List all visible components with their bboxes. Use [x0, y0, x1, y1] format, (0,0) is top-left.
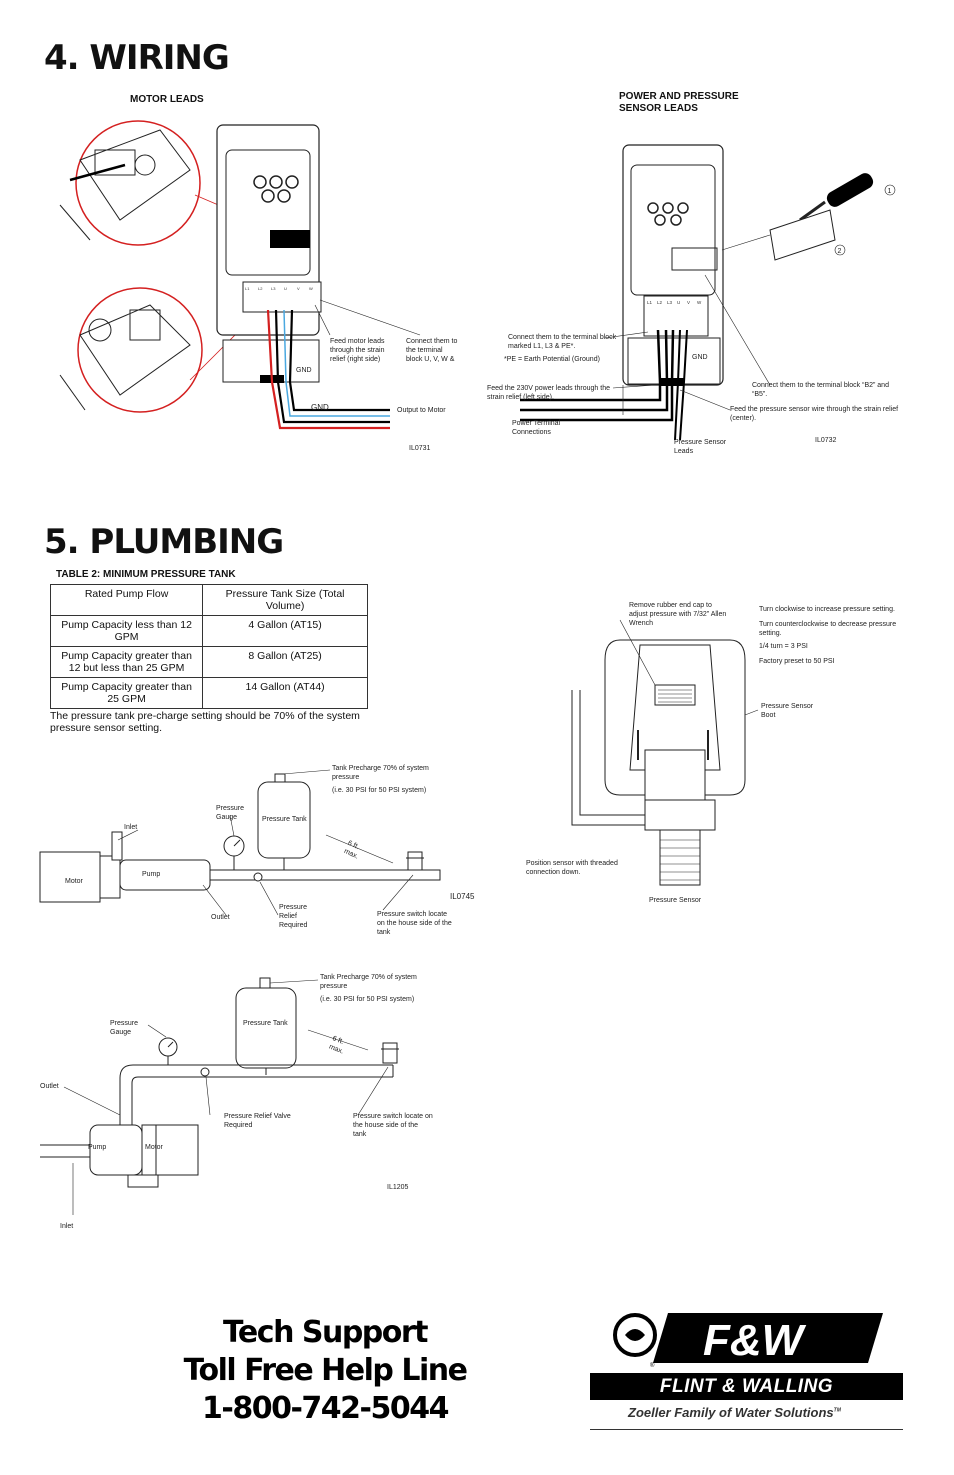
table-cell: Pump Capacity less than 12 GPM [49, 615, 204, 647]
motor-terminal-w: W [309, 286, 313, 291]
table-row: Pump Capacity less than 12 GPM 4 Gallon … [49, 615, 368, 647]
tech-support-phone: 1-800-742-5044 [202, 1391, 449, 1426]
power-fig-id: IL0732 [815, 437, 837, 444]
d1-switch-note: Pressure switch locate on the house side… [377, 911, 452, 936]
motor-terminal-l3: L3 [271, 286, 276, 291]
motor-terminal-l2: L2 [258, 286, 263, 291]
motor-terminal-u: U [284, 286, 287, 291]
d2-pressure-tank: Pressure Tank [243, 1020, 288, 1027]
table-cell: 14 Gallon (AT44) [202, 677, 368, 709]
d2-relief: Pressure Relief Valve Required [224, 1113, 291, 1129]
diagram1-fig-id: IL0745 [450, 892, 475, 901]
pressure-tank-table: Rated Pump Flow Pressure Tank Size (Tota… [49, 584, 368, 709]
plumbing-diagram-2: IL1205 [40, 977, 409, 1215]
table-header-row: Rated Pump Flow Pressure Tank Size (Tota… [49, 584, 368, 616]
tagline-text: Zoeller Family of Water Solutions [628, 1405, 834, 1420]
pressure-sensor-leads: Pressure Sensor Leads [674, 439, 727, 455]
power-leads-title: POWER AND PRESSURE SENSOR LEADS [619, 91, 739, 114]
power-terminal-v: V [687, 300, 690, 305]
power-terminal-l3: L3 [667, 300, 673, 305]
step-2-marker: 2 [838, 248, 842, 255]
brand-name-bar: FLINT & WALLING [590, 1373, 903, 1400]
step-1-marker: 1 [888, 188, 892, 195]
motor-leads-diagram: L1 L2 L3 U V W GND GND IL0731 [59, 120, 431, 450]
d1-tank-precharge: Tank Precharge 70% of system pressure [332, 765, 429, 781]
table-cell: 4 Gallon (AT15) [202, 615, 368, 647]
small-registered-mark: ® [650, 1362, 655, 1369]
tech-support-line-1: Tech Support [222, 1315, 429, 1350]
plumbing-diagram-1: IL0745 [39, 769, 475, 916]
d1-outlet: Outlet [211, 914, 230, 921]
d1-relief: Pressure Relief Required [279, 904, 308, 929]
registered-mark: ® [858, 1350, 868, 1365]
diagram2-fig-id: IL1205 [387, 1184, 409, 1191]
power-feed-note: Feed the 230V power leads through the st… [487, 385, 610, 401]
table-title: TABLE 2: MINIMUM PRESSURE TANK [56, 569, 236, 580]
plumbing-heading: 5. PLUMBING [44, 522, 284, 562]
trademark-mark: TM [833, 1407, 841, 1414]
tech-support-line-2: Toll Free Help Line [183, 1353, 468, 1388]
sensor-factory: Factory preset to 50 PSI [759, 658, 835, 665]
motor-fig-id: IL0731 [409, 445, 431, 450]
table-cell: Pump Capacity greater than 25 GPM [49, 677, 204, 709]
precharge-note: The pressure tank pre-charge setting sho… [50, 710, 360, 734]
table-row: Pump Capacity greater than 25 GPM 14 Gal… [49, 677, 368, 709]
power-terminal-w: W [697, 300, 702, 305]
magnifier-bottom [77, 287, 203, 413]
table-header: Pressure Tank Size (Total Volume) [202, 584, 368, 616]
fw-logo-text: F&W [703, 1316, 807, 1365]
magnifier-top [75, 120, 201, 246]
d2-tank-precharge: Tank Precharge 70% of system pressure [320, 974, 417, 990]
sensor-position: Position sensor with threaded connection… [526, 860, 618, 876]
motor-gnd-inner: GND [296, 367, 312, 374]
d1-pressure-gauge: Pressure Gauge [216, 805, 245, 821]
d1-example: (i.e. 30 PSI for 50 PSI system) [332, 787, 427, 794]
d2-inlet: Inlet [60, 1223, 74, 1230]
table-cell: Pump Capacity greater than 12 but less t… [49, 646, 204, 678]
table-header: Rated Pump Flow [49, 584, 204, 616]
power-terminal-l2: L2 [657, 300, 663, 305]
sensor-boot: Pressure Sensor Boot [761, 703, 814, 719]
pressure-sensor-diagram: IL0730 [571, 619, 759, 886]
power-pe-note: *PE = Earth Potential (Ground) [504, 356, 600, 363]
power-terminal-u: U [677, 300, 680, 305]
d2-pressure-gauge: Pressure Gauge [110, 1020, 139, 1036]
power-connect-note: Connect them to the terminal block marke… [508, 334, 617, 350]
power-leads-diagram: L1 L2 L3 U V W 1 2 GND IL0732 [520, 144, 896, 444]
motor-terminal-v: V [297, 286, 300, 291]
brand-tagline: Zoeller Family of Water SolutionsTM [628, 1405, 841, 1420]
d2-switch-note: Pressure switch locate on the house side… [353, 1113, 433, 1138]
d1-pressure-tank: Pressure Tank [262, 816, 307, 823]
table-row: Pump Capacity greater than 12 but less t… [49, 646, 368, 678]
sensor-cw: Turn clockwise to increase pressure sett… [759, 606, 895, 613]
logo-divider [590, 1429, 903, 1430]
wiring-heading: 4. WIRING [44, 38, 230, 78]
motor-output-note: Output to Motor [397, 407, 446, 414]
sensor-cap-note: Remove rubber end cap to adjust pressure… [629, 602, 727, 627]
d1-inlet: Inlet [124, 824, 138, 831]
d1-pump: Pump [142, 871, 161, 878]
power-terminal-connections: Power Terminal Connections [512, 420, 561, 436]
sensor-quarter: 1/4 turn = 3 PSI [759, 643, 808, 650]
motor-gnd-outer: GND [311, 403, 329, 412]
power-feed-sensor-note: Feed the pressure sensor wire through th… [730, 406, 899, 422]
d2-example: (i.e. 30 PSI for 50 PSI system) [320, 996, 415, 1003]
motor-terminal-l1: L1 [245, 286, 250, 291]
d1-motor: Motor [65, 878, 83, 885]
motor-connect-note: Connect them to the terminal block U, V,… [406, 338, 458, 363]
sensor-ccw: Turn counterclockwise to decrease pressu… [759, 621, 897, 637]
d2-motor: Motor [145, 1144, 163, 1151]
power-gnd: GND [692, 354, 708, 361]
d2-pump: Pump [88, 1144, 107, 1151]
power-b2b5-note: Connect them to the terminal block “B2” … [752, 382, 889, 398]
power-terminal-l1: L1 [647, 300, 653, 305]
d2-outlet: Outlet [40, 1083, 59, 1090]
motor-leads-title: MOTOR LEADS [130, 94, 204, 105]
motor-feed-note: Feed motor leads through the strain reli… [330, 338, 385, 363]
fw-logo-mark: F&W ® ® [613, 1313, 883, 1369]
sensor-label: Pressure Sensor [649, 897, 702, 904]
flint-walling-logo: F&W ® ® FLINT & WALLING Zoeller Family o… [588, 1305, 906, 1433]
table-cell: 8 Gallon (AT25) [202, 646, 368, 678]
tech-support-block: Tech Support Toll Free Help Line 1-800-7… [170, 1314, 480, 1428]
